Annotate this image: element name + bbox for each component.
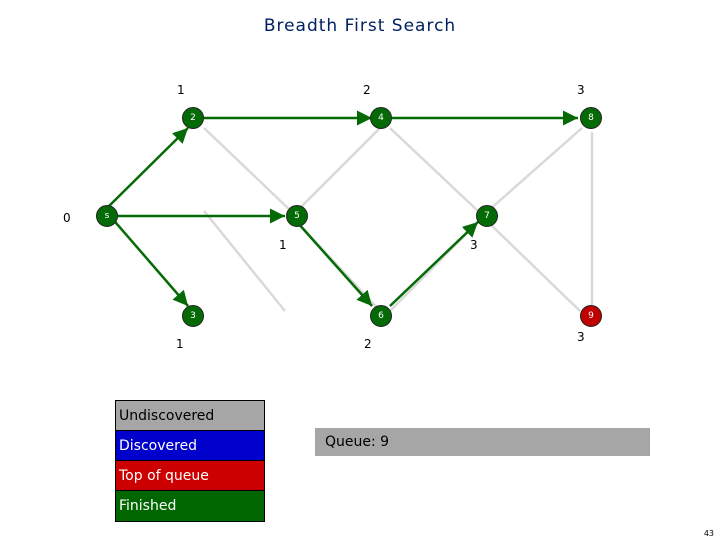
level-label-3: 3 xyxy=(577,83,585,97)
edge-2-5 xyxy=(203,127,292,212)
queue-text: Queue: 9 xyxy=(325,434,390,450)
tree-edge-s-3 xyxy=(109,215,189,307)
node-8[interactable]: 8 xyxy=(580,107,602,129)
tree-edge-6-7 xyxy=(389,221,479,307)
level-label-1: 1 xyxy=(177,83,185,97)
legend-item-undiscovered: Undiscovered xyxy=(116,401,264,431)
legend-item-top-of-queue: Top of queue xyxy=(116,461,264,491)
dist-label-6: 2 xyxy=(364,337,372,351)
node-7[interactable]: 7 xyxy=(476,205,498,227)
node-3[interactable]: 3 xyxy=(182,305,204,327)
edge-7-8 xyxy=(487,127,583,212)
tree-edge-s-2 xyxy=(103,127,189,212)
edge-s-3 xyxy=(203,210,286,312)
node-s[interactable]: s xyxy=(96,205,118,227)
level-label-2: 2 xyxy=(363,83,371,97)
queue-bar: Queue: 9 xyxy=(315,428,650,456)
dist-label-9: 3 xyxy=(577,330,585,344)
dist-label-3: 1 xyxy=(176,337,184,351)
tree-edges xyxy=(103,110,578,307)
node-6[interactable]: 6 xyxy=(370,305,392,327)
edge-5-4 xyxy=(296,127,381,212)
legend-item-discovered: Discovered xyxy=(116,431,264,461)
edge-4-7 xyxy=(389,127,479,212)
legend-label-top-of-queue: Top of queue xyxy=(119,467,209,484)
undiscovered-edges xyxy=(203,127,594,312)
legend-label-discovered: Discovered xyxy=(119,437,198,454)
legend: Undiscovered Discovered Top of queue Fin… xyxy=(115,400,265,522)
dist-label-7: 3 xyxy=(470,238,478,252)
node-9[interactable]: 9 xyxy=(580,305,602,327)
node-5[interactable]: 5 xyxy=(286,205,308,227)
page-number: 43 xyxy=(703,529,714,538)
node-4[interactable]: 4 xyxy=(370,107,392,129)
dist-label-5: 1 xyxy=(279,238,287,252)
legend-label-finished: Finished xyxy=(119,498,177,514)
legend-label-undiscovered: Undiscovered xyxy=(119,407,215,424)
legend-item-finished: Finished xyxy=(116,491,264,521)
tree-edge-5-6 xyxy=(296,221,373,307)
node-2[interactable]: 2 xyxy=(182,107,204,129)
level-label-0: 0 xyxy=(63,211,71,225)
page-title: Breadth First Search xyxy=(263,16,457,36)
edge-7-9 xyxy=(487,221,581,312)
